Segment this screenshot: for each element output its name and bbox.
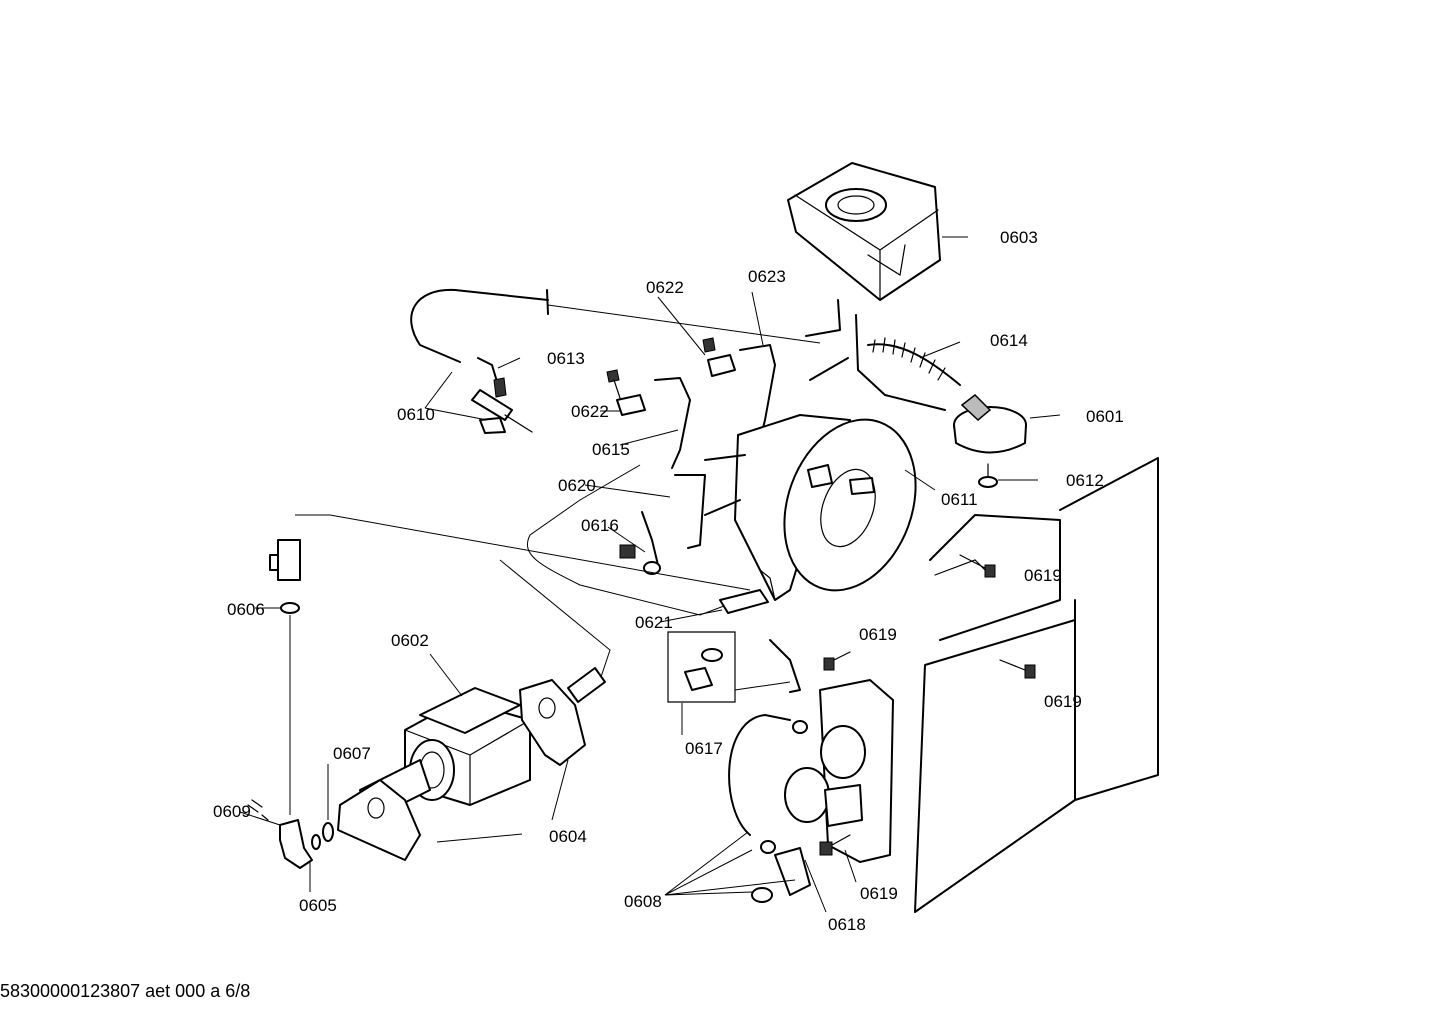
part-label-0621: 0621: [635, 613, 673, 632]
part-label-0619-a: 0619: [1024, 566, 1062, 585]
long-tube: [410, 288, 821, 363]
clip-box: [667, 631, 736, 703]
elbow-fitting: [247, 799, 334, 869]
back-panel: [914, 457, 1159, 913]
part-label-0611: 0611: [941, 490, 978, 509]
corrugated-hose: [867, 337, 961, 386]
part-label-0609: 0609: [213, 802, 251, 821]
boiler-housing: [734, 414, 917, 601]
part-label-0618: 0618: [828, 915, 866, 934]
temperature-sensor: [619, 511, 661, 575]
check-valve: [255, 539, 301, 815]
part-label-0622-b: 0622: [571, 402, 609, 421]
part-label-0623: 0623: [748, 267, 786, 286]
tank-cover: [787, 162, 941, 302]
part-label-0613: 0613: [547, 349, 585, 368]
part-label-0601: 0601: [1086, 407, 1124, 426]
part-label-0605: 0605: [299, 896, 337, 915]
part-label-0607: 0607: [333, 744, 371, 763]
part-label-0619-b: 0619: [859, 625, 897, 644]
screws: [769, 554, 1036, 856]
part-label-0615: 0615: [592, 440, 630, 459]
part-label-0620: 0620: [558, 476, 596, 495]
elbow-bracket: [471, 357, 533, 434]
wire-harness: [295, 464, 751, 681]
leader-lines: [239, 236, 1061, 913]
part-label-0608: 0608: [624, 892, 662, 911]
document-id-footer: 58300000123807 aet 000 a 6/8: [0, 981, 251, 1001]
part-labels: 0601 0602 0603 0604 0605 0606 0607 0608 …: [213, 228, 1124, 934]
tank-outlet-pipes: [805, 299, 946, 411]
short-hose: [674, 454, 746, 549]
part-label-0617: 0617: [685, 739, 723, 758]
control-board: [784, 679, 894, 863]
part-label-0603: 0603: [1000, 228, 1038, 247]
part-label-0612: 0612: [1066, 471, 1104, 490]
seal-ring: [978, 463, 998, 488]
part-label-0610: 0610: [397, 405, 435, 424]
part-label-0616: 0616: [581, 516, 619, 535]
pump-bracket: [337, 679, 586, 861]
inlet-sleeve: [567, 667, 606, 703]
part-label-0614: 0614: [990, 331, 1028, 350]
u-tube-hose: [728, 714, 811, 903]
part-label-0602: 0602: [391, 631, 429, 650]
part-label-0619-c: 0619: [1044, 692, 1082, 711]
connector-plug: [719, 569, 776, 614]
electrode-connectors: [606, 337, 776, 469]
part-label-0606: 0606: [227, 600, 265, 619]
part-label-0619-d: 0619: [860, 884, 898, 903]
part-label-0604: 0604: [549, 827, 587, 846]
pressure-valve: [953, 394, 1027, 454]
part-label-0622-a: 0622: [646, 278, 684, 297]
